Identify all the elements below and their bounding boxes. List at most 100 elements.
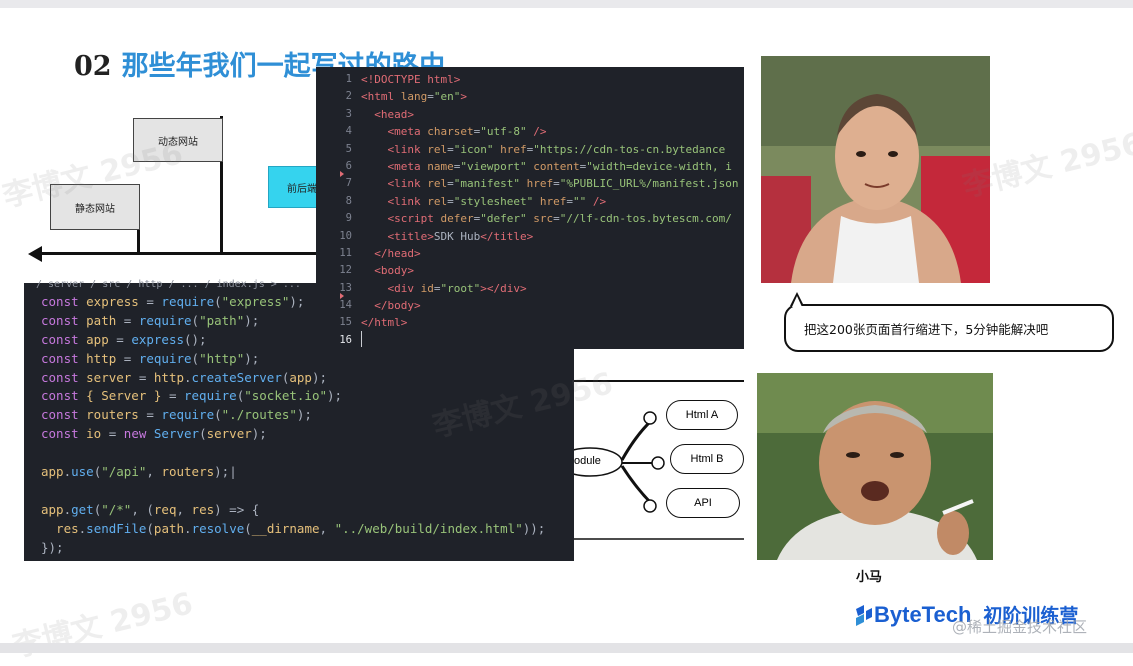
- code-token: require: [161, 294, 215, 309]
- code-token: require: [184, 388, 237, 404]
- module-item: Html B: [670, 444, 744, 474]
- code-token: =: [433, 281, 441, 295]
- code-token: =: [553, 177, 560, 191]
- code-token: <link: [361, 177, 428, 191]
- code-token: use: [71, 464, 94, 480]
- code-token: =: [116, 350, 139, 366]
- code-line: [41, 444, 545, 463]
- code-token: (: [236, 388, 245, 404]
- code-token: const: [41, 331, 87, 347]
- line-number: 15: [339, 316, 352, 329]
- code-line: <link rel="icon" href="https://cdn-tos-c…: [361, 141, 744, 158]
- code-token: =: [473, 125, 481, 139]
- dynamic-site-node: 动态网站: [133, 118, 223, 162]
- fold-marker: [340, 171, 344, 177]
- code-token: =: [447, 142, 454, 156]
- code-token: );: [296, 407, 312, 423]
- code-token: <link: [361, 194, 428, 208]
- code-token: const: [41, 350, 87, 366]
- young-man-illustration: [761, 56, 990, 283]
- line-number: 1: [345, 73, 352, 85]
- code-token: "path": [199, 312, 245, 328]
- code-line: <head>: [361, 106, 744, 123]
- line-number: 2: [345, 90, 352, 103]
- code-token: =: [579, 159, 587, 173]
- code-token: =: [116, 312, 139, 328]
- timeline-stem-dynamic: [220, 116, 223, 254]
- code-token: =: [131, 369, 154, 385]
- editor-breadcrumb: / server / src / http / ... / index.js >…: [36, 279, 301, 290]
- code-token: (: [214, 407, 222, 423]
- code-token: <body>: [361, 264, 414, 278]
- code-token: "express": [221, 294, 290, 309]
- code-line: const io = new Server(server);: [41, 425, 545, 444]
- bytetech-brand: ByteTech 初阶训练营: [852, 601, 1078, 628]
- line-number: 16: [339, 333, 352, 346]
- line-number: 12: [339, 264, 352, 277]
- code-line: <meta name="viewport" content="width=dev…: [361, 158, 744, 175]
- speech-bubble-tail-inner: [792, 296, 802, 307]
- code-line: <link rel="stylesheet" href="" />: [361, 193, 744, 210]
- line-number: 3: [345, 107, 352, 120]
- code-token: (: [199, 426, 207, 442]
- code-token: server: [206, 426, 252, 442]
- code-token: app: [289, 369, 312, 385]
- line-number: 5: [345, 142, 352, 155]
- code-token: );: [327, 388, 343, 404]
- code-token: get: [71, 501, 94, 517]
- code-line: const http = require("http");: [41, 350, 545, 369]
- code-line: </html>: [361, 314, 744, 331]
- code-line: </body>: [361, 297, 744, 314]
- code-line: const app = express();: [41, 331, 545, 350]
- code-token: "manifest": [453, 177, 520, 191]
- code-line: <link rel="manifest" href="%PUBLIC_URL%/…: [361, 175, 744, 192]
- frontend-label: 前后端: [287, 183, 317, 195]
- code-token: SDK Hub: [433, 229, 481, 243]
- code-token: "utf-8": [480, 125, 527, 139]
- code-token: (: [214, 294, 222, 309]
- code-token: >: [460, 90, 467, 104]
- code-token: , (: [131, 501, 154, 517]
- code-token: rel: [427, 177, 448, 191]
- code-token: require: [138, 350, 192, 366]
- static-site-label: 静态网站: [75, 203, 115, 215]
- code-token: require: [138, 312, 192, 328]
- old-man-illustration: [757, 373, 993, 560]
- code-token: (: [191, 312, 200, 328]
- code-token: content: [526, 159, 580, 173]
- code-token: path: [86, 312, 117, 328]
- code-token: );: [214, 464, 230, 480]
- code-token: <link: [361, 142, 428, 156]
- line-number: 8: [345, 194, 352, 207]
- code-token: server: [86, 369, 132, 385]
- js-code-lines: const express = require("express");const…: [41, 293, 545, 557]
- code-token: );: [251, 426, 267, 442]
- code-token: =: [161, 388, 184, 404]
- code-token: ,: [319, 520, 335, 536]
- code-line: <script defer="defer" src="//lf-cdn-tos.…: [361, 210, 744, 227]
- module-diagram: odule Html A Html B API: [574, 380, 744, 540]
- code-token: "//lf-cdn-tos.bytescm.com/: [559, 212, 732, 226]
- code-line: const routers = require("./routes");: [41, 406, 545, 425]
- code-token: app: [86, 331, 109, 347]
- code-token: <html: [361, 90, 401, 104]
- line-number: 6: [345, 159, 352, 172]
- line-number: 9: [345, 212, 352, 225]
- meme-photo-old-man: [757, 373, 993, 560]
- code-token: routers: [86, 407, 139, 423]
- code-token: );: [244, 312, 260, 328]
- line-number: 10: [339, 229, 352, 242]
- code-token: );: [311, 369, 328, 385]
- code-token: io: [86, 426, 102, 442]
- html-code-lines: <!DOCTYPE html><html lang="en"> <head> <…: [361, 71, 744, 349]
- code-token: =: [447, 194, 454, 208]
- code-token: =: [453, 159, 461, 173]
- code-line: const path = require("path");: [41, 312, 545, 331]
- code-token: <!DOCTYPE html>: [361, 73, 461, 86]
- code-line: app.use("/api", routers);|: [41, 463, 545, 482]
- code-token: </title>: [480, 229, 534, 243]
- code-token: |: [229, 464, 237, 480]
- code-line: [41, 482, 545, 501]
- code-token: Server: [153, 426, 200, 442]
